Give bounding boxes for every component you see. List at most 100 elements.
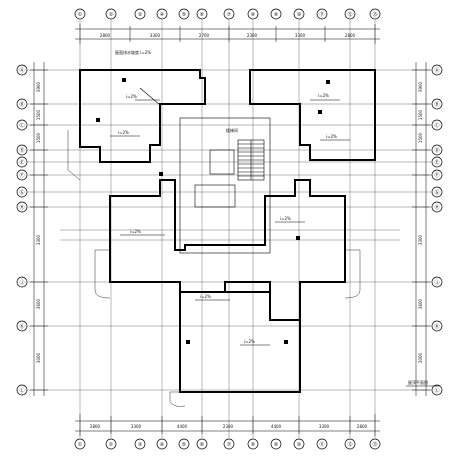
axis-bubble: ⑬ bbox=[369, 438, 381, 450]
axis-bubble: ⑤ bbox=[178, 8, 190, 20]
svg-text:⑪: ⑪ bbox=[319, 441, 324, 448]
axis-bubble: ⑨ bbox=[270, 438, 282, 450]
dim-label: 3600 bbox=[36, 298, 41, 309]
svg-text:②: ② bbox=[109, 12, 114, 18]
slope-note: i=2% bbox=[318, 93, 329, 98]
drain-icon bbox=[318, 110, 322, 114]
axis-bubble: ③ bbox=[134, 8, 146, 20]
grid-lines bbox=[28, 20, 432, 438]
left-upper-wing bbox=[79, 69, 206, 163]
dim-label: 1500 bbox=[418, 109, 423, 120]
axis-bubble: Ⓑ bbox=[16, 98, 28, 110]
svg-text:Ⓓ: Ⓓ bbox=[19, 147, 24, 154]
bottom-axis-bubbles: ① ② ③ ④ ⑤ ⑥ ⑦ ⑧ ⑨ ⑩ ⑪ ⑫ ⑬ bbox=[74, 438, 381, 450]
axis-bubble: Ⓑ bbox=[431, 98, 443, 110]
stair-label: 楼梯间 bbox=[226, 127, 238, 133]
drain-icon bbox=[186, 340, 190, 344]
svg-text:Ⓔ: Ⓔ bbox=[19, 159, 24, 166]
axis-bubble: Ⓔ bbox=[431, 156, 443, 168]
svg-text:⑦: ⑦ bbox=[227, 442, 232, 448]
axis-bubble: ⑦ bbox=[223, 8, 235, 20]
slope-note: i=2% bbox=[126, 94, 137, 99]
bottom-dimension-labels: 2800 3300 4400 2300 4400 3300 2800 bbox=[90, 424, 368, 429]
axis-bubble: ⑥ bbox=[196, 438, 208, 450]
right-upper-wing bbox=[249, 69, 376, 161]
drain-icon bbox=[159, 172, 163, 176]
axis-bubble: Ⓓ bbox=[431, 144, 443, 156]
dim-label: 1500 bbox=[36, 132, 41, 143]
lower-block bbox=[179, 291, 301, 393]
axis-bubble: Ⓕ bbox=[431, 169, 443, 181]
svg-text:⑧: ⑧ bbox=[251, 12, 256, 18]
drawing-title: 屋顶平面图 bbox=[408, 379, 428, 385]
svg-text:③: ③ bbox=[138, 442, 142, 448]
slope-note: i=2% bbox=[280, 216, 291, 221]
svg-text:⑦: ⑦ bbox=[227, 12, 232, 18]
axis-bubble: ⑩ bbox=[293, 438, 305, 450]
svg-text:Ⓔ: Ⓔ bbox=[434, 159, 439, 166]
axis-bubble: ① bbox=[74, 8, 86, 20]
svg-text:Ⓒ: Ⓒ bbox=[19, 122, 24, 129]
dim-label: 4400 bbox=[271, 424, 282, 429]
axis-bubble: Ⓕ bbox=[16, 169, 28, 181]
svg-text:Ⓐ: Ⓐ bbox=[19, 67, 24, 74]
left-dimension-labels: 3900 1500 1500 3300 3600 3000 bbox=[36, 81, 41, 363]
axis-bubble: Ⓗ bbox=[431, 201, 443, 213]
svg-text:⑩: ⑩ bbox=[297, 12, 302, 18]
drain-icon bbox=[96, 118, 100, 122]
axis-bubble: Ⓚ bbox=[16, 320, 28, 332]
top-axis-bubbles: ① ② ③ ④ ⑤ ⑥ ⑦ ⑧ ⑨ ⑩ ⑪ ⑫ ⑬ bbox=[74, 8, 381, 20]
dim-label: 3300 bbox=[295, 33, 306, 38]
slope-arrows bbox=[110, 87, 350, 346]
dim-label: 2800 bbox=[357, 424, 368, 429]
svg-text:Ⓖ: Ⓖ bbox=[19, 189, 24, 196]
right-dimension-labels: 3900 1500 1500 3300 3600 3000 bbox=[418, 81, 423, 363]
axis-bubble: ① bbox=[74, 438, 86, 450]
svg-text:⑥: ⑥ bbox=[200, 442, 205, 448]
slope-note: i=2% bbox=[130, 229, 141, 234]
axis-bubble: ⑤ bbox=[178, 438, 190, 450]
svg-text:Ⓑ: Ⓑ bbox=[19, 101, 24, 108]
axis-bubble: ⑫ bbox=[344, 8, 356, 20]
axis-bubble: Ⓓ bbox=[16, 144, 28, 156]
axis-bubble: ⑪ bbox=[316, 438, 328, 450]
svg-text:Ⓚ: Ⓚ bbox=[19, 323, 24, 330]
right-axis-bubbles: Ⓐ Ⓑ Ⓒ Ⓓ Ⓔ Ⓕ Ⓖ Ⓗ Ⓙ Ⓚ Ⓛ bbox=[431, 64, 443, 396]
svg-text:⑫: ⑫ bbox=[347, 11, 352, 18]
slope-note: i=2% bbox=[244, 339, 255, 344]
axis-bubble: ⑧ bbox=[247, 8, 259, 20]
axis-bubble: ③ bbox=[134, 438, 146, 450]
overhangs bbox=[67, 130, 361, 407]
dim-label: 1500 bbox=[418, 132, 423, 143]
svg-text:Ⓓ: Ⓓ bbox=[434, 147, 439, 154]
axis-bubble: Ⓒ bbox=[16, 119, 28, 131]
axis-bubble: ⑦ bbox=[223, 438, 235, 450]
dim-label: 2800 bbox=[345, 33, 356, 38]
svg-text:⑪: ⑪ bbox=[319, 11, 324, 18]
dim-label: 3600 bbox=[418, 298, 423, 309]
svg-text:Ⓛ: Ⓛ bbox=[19, 387, 24, 394]
axis-bubble: Ⓒ bbox=[431, 119, 443, 131]
svg-text:Ⓗ: Ⓗ bbox=[434, 204, 439, 211]
dim-label: 3000 bbox=[418, 352, 423, 363]
svg-text:⑤: ⑤ bbox=[182, 442, 186, 448]
axis-bubble: Ⓗ bbox=[16, 201, 28, 213]
svg-text:Ⓒ: Ⓒ bbox=[434, 122, 439, 129]
axis-bubble: Ⓐ bbox=[431, 64, 443, 76]
dim-label: 3000 bbox=[36, 352, 41, 363]
dim-label: 2800 bbox=[100, 33, 111, 38]
axis-bubble: ⑥ bbox=[196, 8, 208, 20]
side-dimension-chains bbox=[30, 62, 430, 396]
svg-text:Ⓚ: Ⓚ bbox=[434, 323, 439, 330]
dim-label: 3300 bbox=[36, 234, 41, 245]
svg-text:⑩: ⑩ bbox=[297, 442, 302, 448]
axis-bubble: ④ bbox=[156, 8, 168, 20]
axis-bubble: ⑩ bbox=[293, 8, 305, 20]
dim-label: 3900 bbox=[418, 81, 423, 92]
roof-drains bbox=[96, 78, 330, 344]
axis-bubble: ⑬ bbox=[369, 8, 381, 20]
svg-text:Ⓖ: Ⓖ bbox=[434, 189, 439, 196]
svg-text:②: ② bbox=[109, 442, 114, 448]
left-axis-bubbles: Ⓐ Ⓑ Ⓒ Ⓓ Ⓔ Ⓕ Ⓖ Ⓗ Ⓙ Ⓚ Ⓛ bbox=[16, 64, 28, 396]
svg-text:④: ④ bbox=[160, 12, 165, 18]
